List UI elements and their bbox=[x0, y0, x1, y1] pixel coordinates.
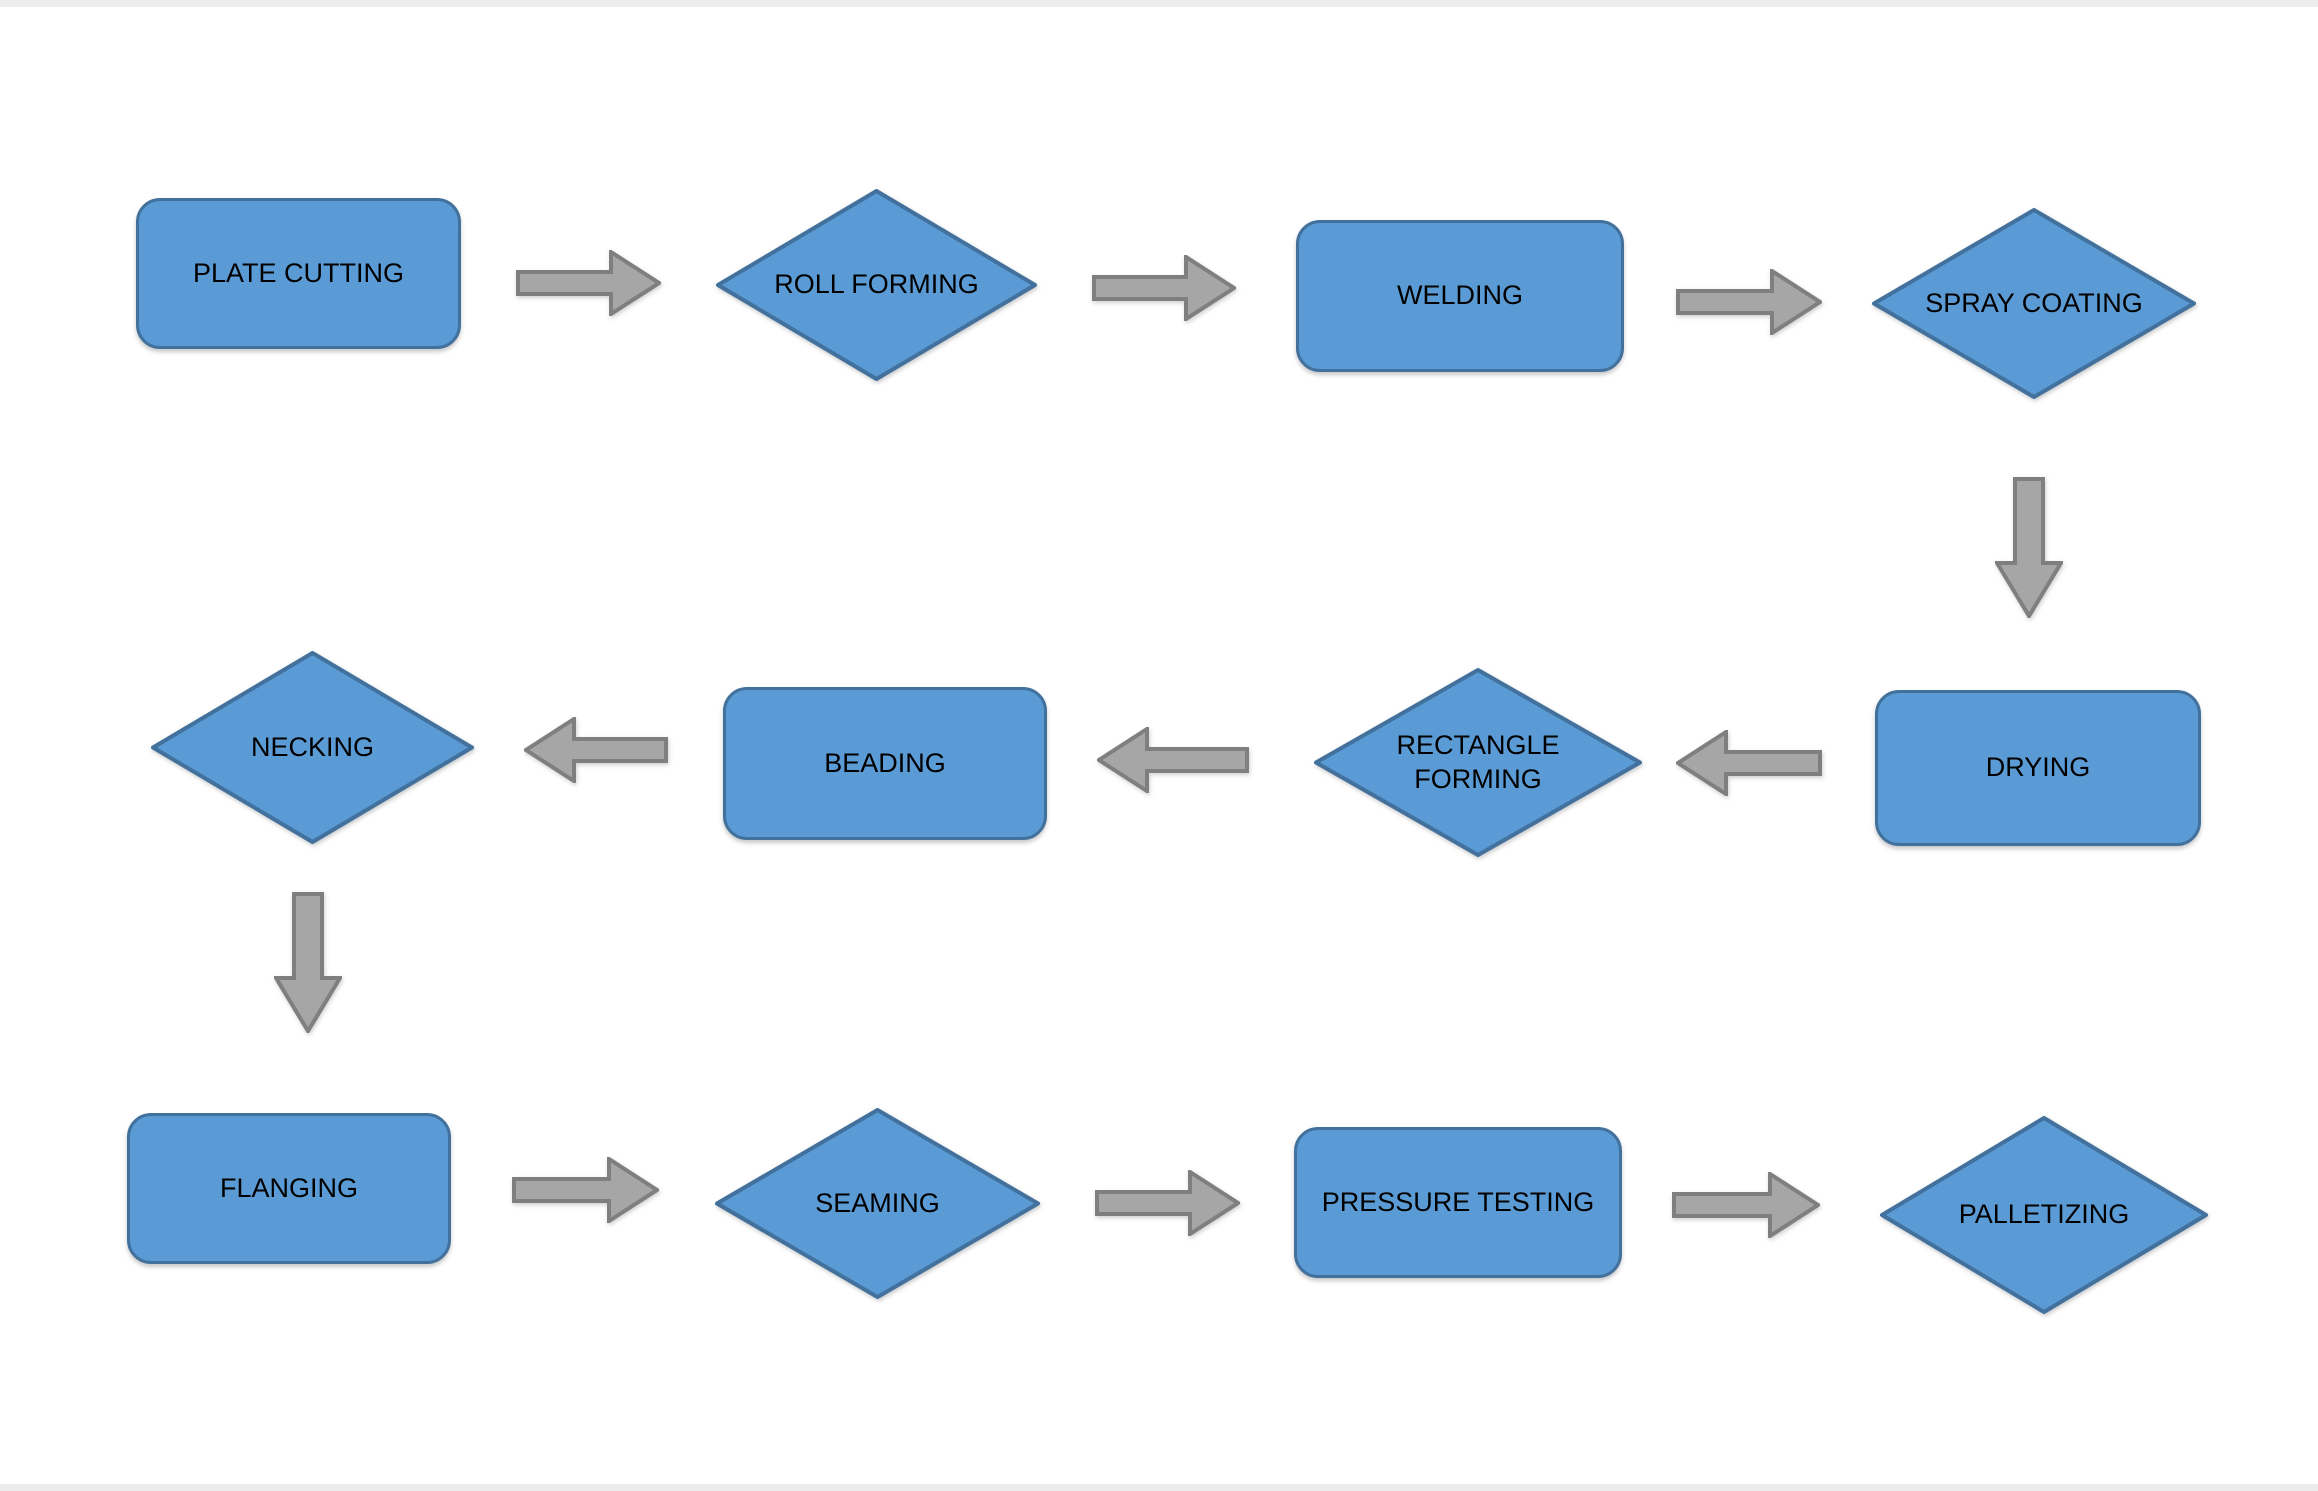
node-palletizing[interactable]: PALLETIZING bbox=[1879, 1115, 2209, 1315]
node-label: PLATE CUTTING bbox=[192, 257, 405, 288]
flow-arrow-seaming-to-pressure-testing bbox=[1095, 1170, 1240, 1236]
right-arrow-icon bbox=[516, 250, 661, 316]
node-pressure-testing[interactable]: PRESSURE TESTING bbox=[1294, 1127, 1622, 1278]
diamond-shape bbox=[1872, 208, 2196, 399]
flow-arrow-beading-to-necking bbox=[524, 717, 668, 783]
node-label: PRESSURE TESTING bbox=[1321, 1186, 1595, 1217]
top-edge-strip bbox=[0, 0, 2318, 7]
node-rectangle-forming[interactable]: RECTANGLE FORMING bbox=[1313, 667, 1643, 858]
node-label: NECKING bbox=[250, 731, 375, 762]
node-label: RECTANGLE FORMING bbox=[1396, 729, 1560, 794]
node-roll-forming[interactable]: ROLL FORMING bbox=[715, 188, 1038, 382]
flow-arrow-roll-forming-to-welding bbox=[1092, 255, 1236, 321]
node-seaming[interactable]: SEAMING bbox=[714, 1107, 1041, 1300]
flow-arrow-flanging-to-seaming bbox=[512, 1157, 659, 1223]
node-necking[interactable]: NECKING bbox=[150, 650, 475, 845]
left-arrow-icon bbox=[1097, 727, 1249, 793]
right-arrow-icon bbox=[1676, 269, 1822, 335]
node-welding[interactable]: WELDING bbox=[1296, 220, 1624, 372]
diamond-shape bbox=[1880, 1116, 2208, 1314]
flow-arrow-rectangle-forming-to-beading bbox=[1097, 727, 1249, 793]
diamond-shape bbox=[716, 189, 1037, 381]
diamond-shape bbox=[151, 651, 474, 844]
bottom-edge-strip bbox=[0, 1484, 2318, 1491]
node-beading[interactable]: BEADING bbox=[723, 687, 1047, 840]
left-arrow-icon bbox=[1676, 730, 1822, 796]
flow-arrow-necking-to-flanging bbox=[274, 892, 342, 1033]
right-arrow-icon bbox=[1095, 1170, 1240, 1236]
right-arrow-icon bbox=[512, 1157, 659, 1223]
down-arrow-icon bbox=[1995, 477, 2063, 618]
flow-arrow-plate-cutting-to-roll-forming bbox=[516, 250, 661, 316]
node-label: WELDING bbox=[1396, 280, 1523, 311]
diamond-shape bbox=[715, 1108, 1040, 1299]
node-label: SEAMING bbox=[815, 1187, 940, 1218]
node-spray-coating[interactable]: SPRAY COATING bbox=[1871, 207, 2197, 400]
node-flanging[interactable]: FLANGING bbox=[127, 1113, 451, 1264]
flow-arrow-pressure-testing-to-palletizing bbox=[1672, 1172, 1820, 1238]
flow-arrow-spray-coating-to-drying bbox=[1995, 477, 2063, 618]
diamond-shape bbox=[1314, 668, 1642, 857]
node-label: FLANGING bbox=[219, 1172, 359, 1203]
node-plate-cutting[interactable]: PLATE CUTTING bbox=[136, 198, 461, 349]
right-arrow-icon bbox=[1092, 255, 1236, 321]
flow-arrow-drying-to-rectangle-forming bbox=[1676, 730, 1822, 796]
left-arrow-icon bbox=[524, 717, 668, 783]
node-label: DRYING bbox=[1985, 752, 2091, 783]
node-label: SPRAY COATING bbox=[1925, 287, 2143, 318]
node-label: PALLETIZING bbox=[1958, 1199, 2130, 1230]
node-drying[interactable]: DRYING bbox=[1875, 690, 2201, 846]
flow-arrow-welding-to-spray-coating bbox=[1676, 269, 1822, 335]
right-arrow-icon bbox=[1672, 1172, 1820, 1238]
down-arrow-icon bbox=[274, 892, 342, 1033]
node-label: ROLL FORMING bbox=[774, 269, 979, 300]
node-label: BEADING bbox=[824, 747, 946, 778]
